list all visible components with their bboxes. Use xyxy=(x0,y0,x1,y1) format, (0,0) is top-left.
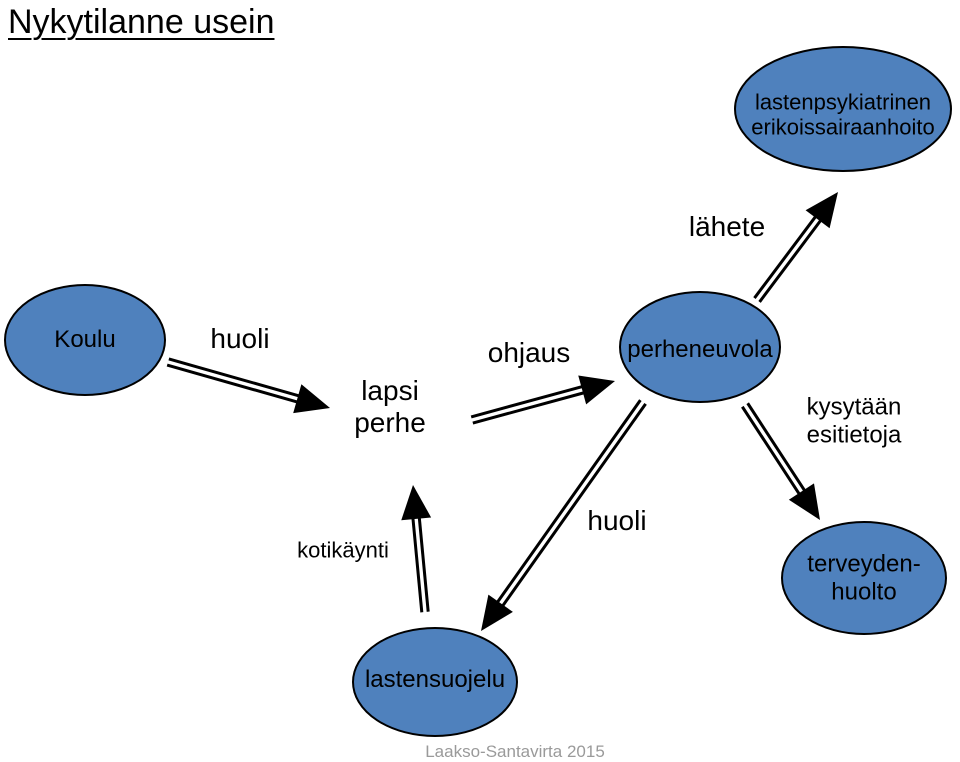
node-label-health-care-line-2: huolto xyxy=(831,578,897,605)
node-label-family-counseling: perheneuvola xyxy=(627,336,773,364)
node-psychiatry xyxy=(734,46,952,172)
arrow-family-to-counseling-shaft xyxy=(470,384,584,419)
node-label-family-line-1: lapsi xyxy=(361,374,419,406)
arrow-school-to-family-shaft xyxy=(166,363,299,404)
arrow-protection-to-family-shaft xyxy=(417,516,430,612)
arrow-counseling-to-protection xyxy=(481,399,647,631)
node-label-child-protection: lastensuojelu xyxy=(364,666,506,694)
arrow-counseling-to-psychiatry xyxy=(753,192,838,303)
edge-label-counseling-to-health-line-2: esitietoja xyxy=(806,421,902,448)
arrow-counseling-to-health-shaft xyxy=(741,405,802,496)
node-child-protection xyxy=(352,627,518,737)
arrow-counseling-to-protection-shaft xyxy=(495,399,642,604)
edge-label-counseling-to-protection: huoli xyxy=(587,504,647,536)
arrows xyxy=(166,192,838,631)
node-label-school: Koulu xyxy=(54,326,116,354)
arrow-protection-to-family-head xyxy=(401,485,432,521)
arrow-school-to-family-shaft xyxy=(168,357,301,398)
arrow-counseling-to-protection-shaft xyxy=(500,402,647,608)
arrow-counseling-to-psychiatry-shaft xyxy=(758,218,823,303)
arrow-family-to-counseling-head xyxy=(578,375,615,405)
nodes xyxy=(4,46,952,737)
arrow-family-to-counseling xyxy=(470,375,615,425)
edge-label-counseling-to-psychiatry: lähete xyxy=(688,210,766,242)
arrow-counseling-to-protection-head xyxy=(481,594,513,631)
node-label-psychiatry-line-1: lastenpsykiatrinen xyxy=(754,89,932,115)
arrow-counseling-to-health-shaft xyxy=(746,402,807,493)
node-label-health-care-line-1: terveyden- xyxy=(807,550,921,578)
arrow-counseling-to-psychiatry-shaft xyxy=(753,214,818,299)
arrow-protection-to-family-shaft xyxy=(411,517,424,613)
arrow-counseling-to-psychiatry-head xyxy=(805,192,838,229)
edge-label-protection-to-family: kotikäynti xyxy=(297,537,389,563)
edge-label-counseling-to-health-line-1: kysytään xyxy=(806,393,902,421)
node-family-counseling xyxy=(619,291,781,403)
arrow-family-to-counseling-shaft xyxy=(472,391,586,425)
node-label-family: lapsi perhe xyxy=(354,375,426,439)
arrow-school-to-family-head xyxy=(293,384,330,414)
arrow-counseling-to-health xyxy=(741,402,820,520)
footer-credit: Laakso-Santavirta 2015 xyxy=(425,742,605,761)
node-school xyxy=(4,284,166,396)
edge-label-counseling-to-health: kysytään esitietoja xyxy=(807,393,902,448)
arrow-school-to-family xyxy=(166,357,330,414)
page-title: Nykytilanne usein xyxy=(8,3,275,41)
arrow-protection-to-family xyxy=(401,485,432,613)
node-health-care xyxy=(781,521,947,635)
edge-label-school-to-family: huoli xyxy=(210,322,270,354)
node-label-health-care: terveyden- huolto xyxy=(807,550,920,605)
edge-label-family-to-counseling: ohjaus xyxy=(487,336,571,368)
node-label-psychiatry-line-2: erikoissairaanhoito xyxy=(751,115,935,140)
node-label-family-line-2: perhe xyxy=(354,407,426,438)
node-label-psychiatry: lastenpsykiatrinen erikoissairaanhoito xyxy=(751,90,934,141)
arrow-counseling-to-health-head xyxy=(788,483,820,520)
